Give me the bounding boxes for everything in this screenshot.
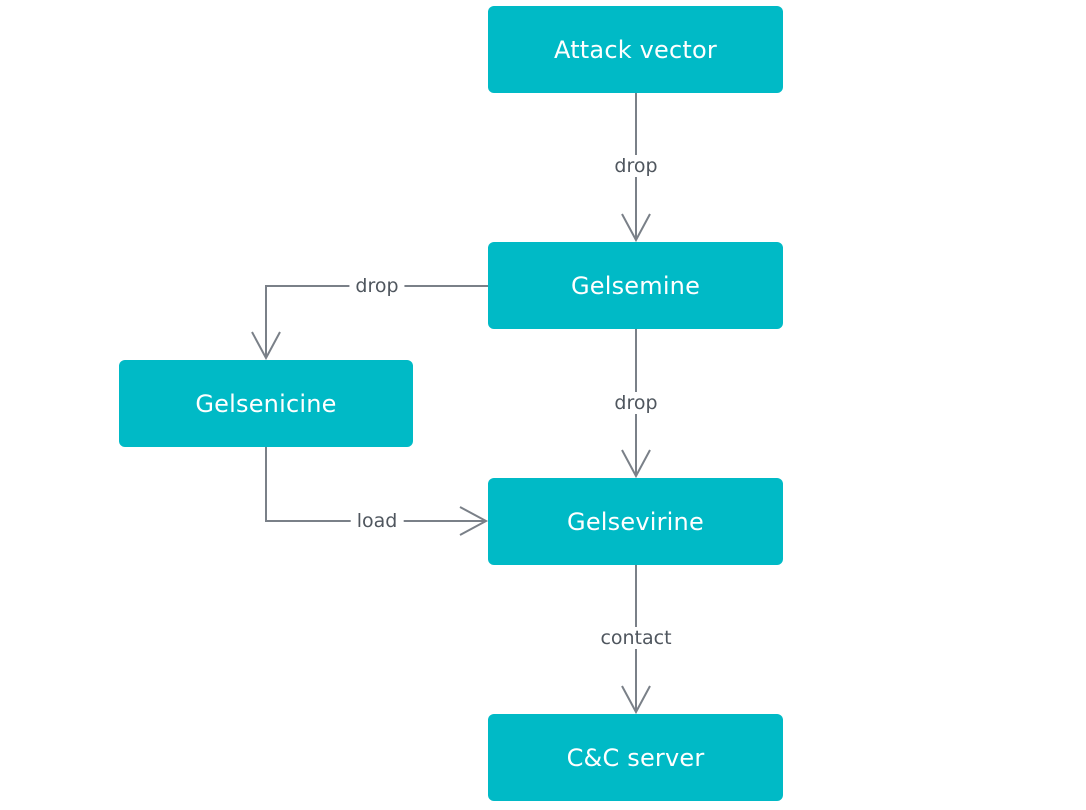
node-label: Gelsevirine [567,507,704,536]
edge-label-drop-2: drop [349,275,405,297]
node-label: Gelsemine [570,271,701,300]
edge-label-drop-1: drop [608,155,664,177]
edge-gelsemine-to-gelsenicine [265,285,488,358]
edge-gelsenicine-to-gelsevirine [265,447,486,522]
arrowhead-icon [459,506,489,536]
arrowhead-icon [621,685,651,715]
edge-label-load: load [350,510,404,532]
node-label: Attack vector [554,35,717,64]
node-label: C&C server [566,743,705,772]
node-gelsevirine: Gelsevirine [488,478,783,565]
node-gelsenicine: Gelsenicine [119,360,413,447]
node-attack-vector: Attack vector [488,6,783,93]
edge-label-contact: contact [594,627,678,649]
arrowhead-icon [251,331,281,361]
arrowhead-icon [621,213,651,243]
node-gelsemine: Gelsemine [488,242,783,329]
arrowhead-icon [621,449,651,479]
edge-label-drop-3: drop [608,392,664,414]
node-cc-server: C&C server [488,714,783,801]
node-label: Gelsenicine [195,389,337,418]
